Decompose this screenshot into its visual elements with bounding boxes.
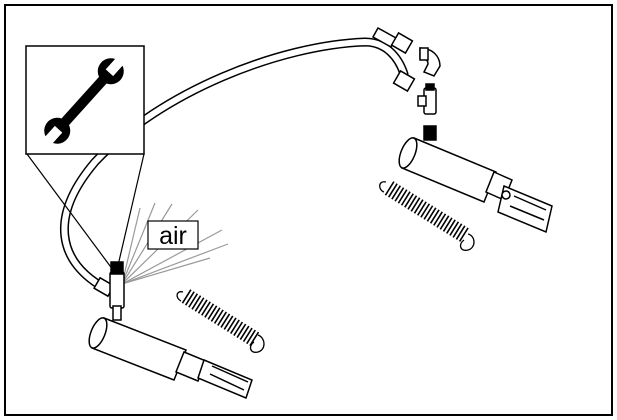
callout-leader — [26, 153, 145, 275]
right-cylinder — [398, 125, 553, 234]
right-hose-fittings — [371, 26, 441, 115]
wrench-callout-box — [25, 45, 145, 155]
air-label: air — [147, 220, 199, 250]
air-label-text: air — [159, 222, 187, 250]
right-return-spring — [379, 181, 475, 251]
hydraulic-hose — [60, 37, 409, 295]
left-bleed-valve — [93, 261, 125, 321]
left-return-spring — [176, 289, 265, 353]
wrench-icon — [41, 54, 127, 148]
left-cylinder — [88, 317, 253, 400]
